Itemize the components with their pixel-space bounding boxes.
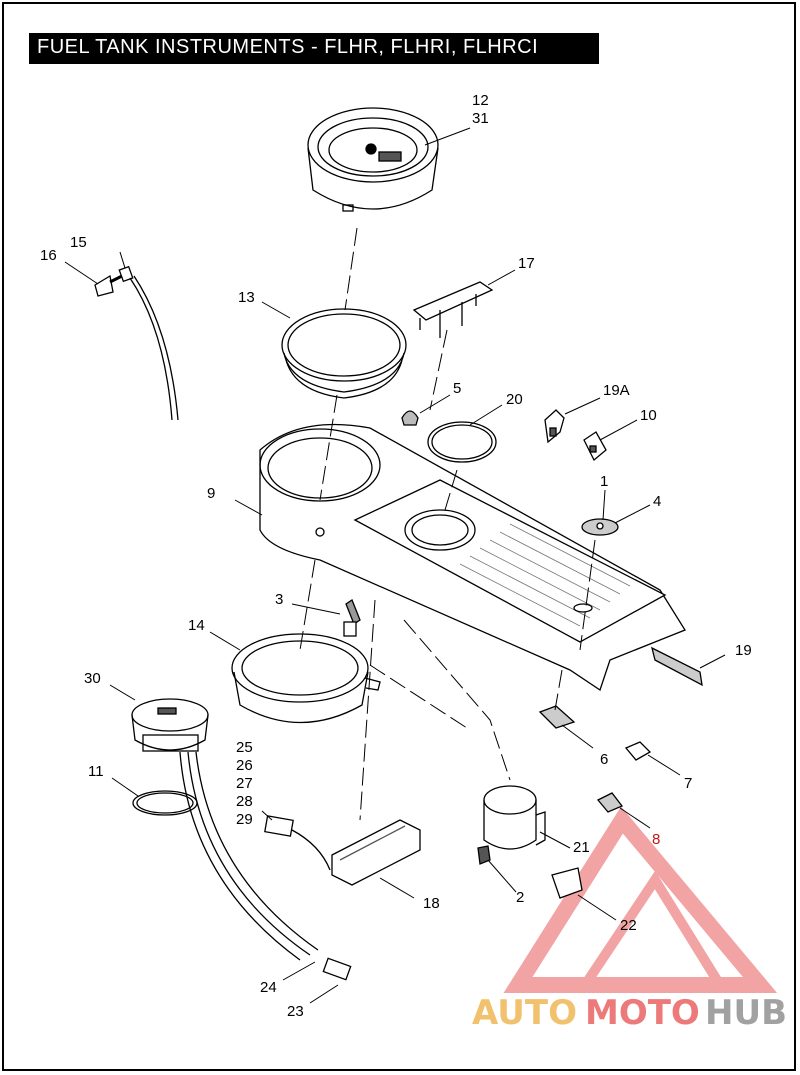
callout-8: 8 — [652, 831, 660, 848]
watermark-auto: AUTO — [472, 993, 577, 1033]
callout-28: 28 — [236, 793, 253, 810]
callout-17: 17 — [518, 255, 535, 272]
diagram-title: FUEL TANK INSTRUMENTS - FLHR, FLHRI, FLH… — [37, 36, 539, 58]
indicator-lamp-part — [401, 410, 419, 426]
watermark-moto: MOTO — [585, 993, 700, 1033]
callout-29: 29 — [236, 811, 253, 828]
callout-1: 1 — [600, 473, 608, 490]
harness-part — [264, 815, 421, 886]
callout-19: 19 — [735, 642, 752, 659]
callout-5: 5 — [453, 380, 461, 397]
watermark-logo: AUTO MOTO HUB — [472, 993, 787, 1033]
callout-14: 14 — [188, 617, 205, 634]
callout-25: 25 — [236, 739, 253, 756]
callout-21: 21 — [573, 839, 590, 856]
callout-22: 22 — [620, 917, 637, 934]
trim-strip-part — [651, 646, 703, 687]
callout-16: 16 — [40, 247, 57, 264]
leader-lines — [64, 127, 726, 1004]
callout-9: 9 — [207, 485, 215, 502]
bracket-part — [412, 281, 494, 338]
callout-24: 24 — [260, 979, 277, 996]
mount-ring-part — [231, 633, 381, 724]
small-clip-parts — [538, 705, 652, 813]
callout-15: 15 — [70, 234, 87, 251]
callout-6: 6 — [600, 751, 608, 768]
callout-18: 18 — [423, 895, 440, 912]
callout-11: 11 — [88, 763, 104, 780]
watermark-triangle — [503, 806, 778, 993]
callout-23: 23 — [287, 1003, 304, 1020]
console-part — [259, 423, 686, 692]
callout-2: 2 — [516, 889, 524, 906]
alignment-lines — [299, 227, 596, 821]
watermark-hub: HUB — [705, 993, 787, 1033]
screw-part — [343, 599, 361, 637]
callout-10: 10 — [640, 407, 657, 424]
sensor-part — [94, 265, 179, 421]
callout-7: 7 — [684, 775, 692, 792]
callout-4: 4 — [653, 493, 661, 510]
o-ring-part — [427, 421, 497, 463]
fuel-gauge-part — [131, 698, 352, 981]
callout-30: 30 — [84, 670, 101, 687]
callout-31: 31 — [472, 110, 489, 127]
callout-27: 27 — [236, 775, 253, 792]
title-bar: FUEL TANK INSTRUMENTS - FLHR, FLHRI, FLH… — [29, 33, 599, 64]
speedometer-part — [307, 107, 439, 212]
relay-part — [477, 785, 546, 865]
callout-12: 12 — [472, 92, 489, 109]
clip-parts — [544, 409, 607, 462]
callout-19A: 19A — [603, 382, 630, 399]
washer-part — [581, 518, 619, 536]
relay-bracket-part — [551, 867, 583, 899]
callout-13: 13 — [238, 289, 255, 306]
callout-3: 3 — [275, 591, 283, 608]
bezel-ring-part — [281, 308, 407, 399]
callout-20: 20 — [506, 391, 523, 408]
callout-26: 26 — [236, 757, 253, 774]
